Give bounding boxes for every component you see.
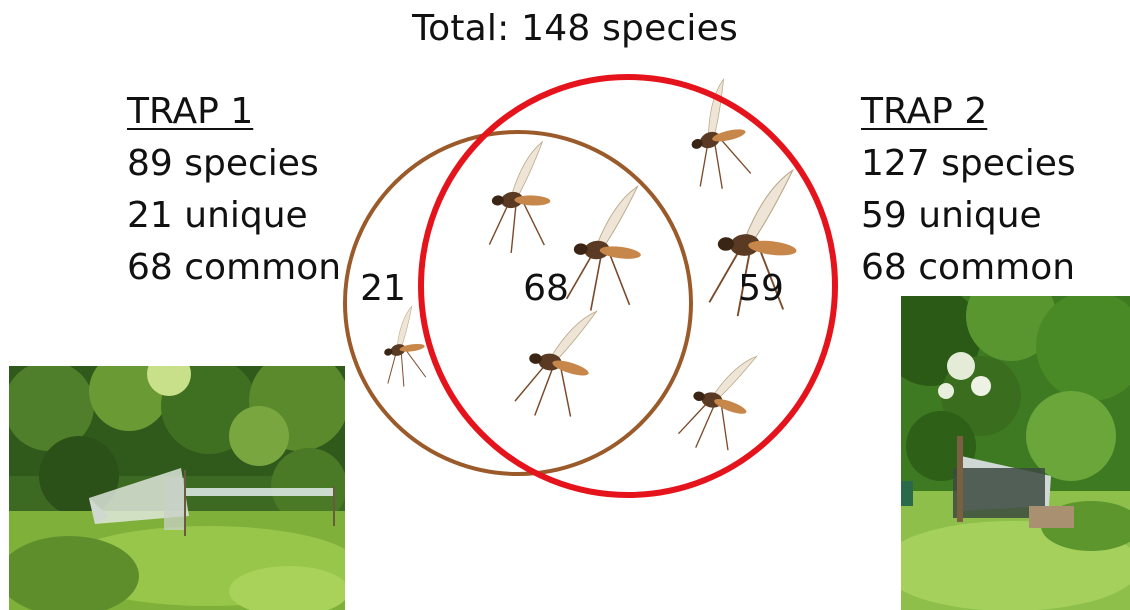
trap2-photo — [901, 296, 1130, 610]
insect-icon — [557, 186, 648, 312]
venn-region-trap1-only: 21 — [360, 268, 406, 309]
insect-icon — [677, 347, 757, 454]
trap1-photo — [9, 366, 345, 610]
insect-icon — [473, 142, 560, 257]
venn-region-shared: 68 — [523, 268, 569, 309]
insect-icon — [514, 305, 597, 420]
venn-region-trap2-only: 59 — [738, 268, 784, 309]
